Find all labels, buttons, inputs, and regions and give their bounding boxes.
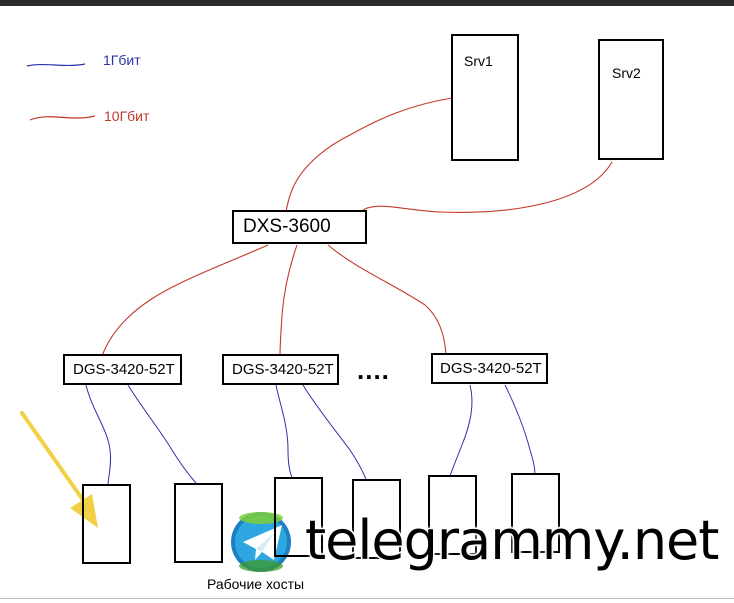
host-box-1 [82, 484, 131, 564]
link-dgs2-host3 [275, 384, 293, 479]
access-switch-2-label: DGS-3420-52T [232, 361, 334, 378]
host-box-6 [511, 473, 560, 553]
link-dgs3-host5 [449, 384, 473, 477]
server-srv1-box: Srv1 [451, 34, 519, 161]
access-switch-2-box: DGS-3420-52T [222, 354, 339, 385]
legend-label-10g: 10Гбит [104, 108, 150, 124]
window-top-bar [0, 0, 734, 6]
link-core-dgs2 [279, 244, 298, 357]
link-srv2-core [359, 161, 613, 213]
link-dgs2-host4 [302, 384, 367, 480]
access-switch-3-label: DGS-3420-52T [440, 360, 542, 377]
hosts-caption: Рабочие хосты [207, 576, 305, 592]
link-dgs1-host1 [85, 384, 112, 486]
link-core-dgs3 [327, 244, 447, 356]
server-srv2-box: Srv2 [598, 39, 664, 160]
core-switch-box: DXS-3600 [232, 210, 367, 244]
telegram-logo-icon [231, 512, 291, 572]
link-dgs3-host6 [504, 384, 536, 476]
link-dgs1-host2 [127, 384, 197, 484]
core-switch-label: DXS-3600 [243, 216, 331, 237]
host-box-5 [428, 475, 477, 555]
host-box-3 [274, 477, 323, 557]
access-switch-1-box: DGS-3420-52T [63, 354, 182, 385]
bottom-divider [0, 598, 734, 599]
server-srv2-label: Srv2 [612, 65, 641, 81]
legend-label-1g: 1Гбит [103, 52, 141, 68]
legend-1g-line [26, 63, 86, 67]
watermark-text: telegrammy.net [303, 508, 720, 574]
host-box-4 [352, 479, 401, 559]
link-srv1-core [285, 97, 453, 213]
link-core-dgs1 [101, 244, 269, 357]
pointer-arrow-icon [20, 411, 98, 528]
more-switches-ellipsis: .... [357, 355, 390, 385]
host-box-2 [174, 483, 223, 563]
legend-10g-line [29, 115, 96, 121]
server-srv1-label: Srv1 [464, 53, 493, 69]
access-switch-1-label: DGS-3420-52T [73, 361, 175, 378]
access-switch-3-box: DGS-3420-52T [431, 353, 548, 384]
